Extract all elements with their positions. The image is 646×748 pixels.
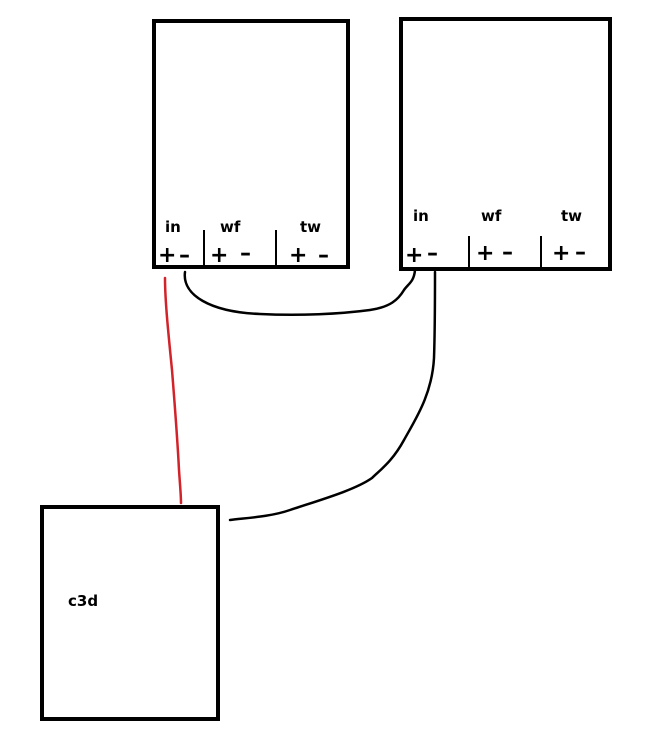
terminal-minus-wf: –	[240, 241, 251, 266]
terminal-minus-in: –	[427, 241, 438, 266]
speaker-box-left-outline	[152, 19, 350, 269]
wires	[163, 268, 437, 522]
terminal-minus-wf: –	[502, 240, 513, 265]
source-box-outline	[40, 505, 220, 721]
terminal-label-in: in	[165, 218, 181, 236]
terminal-label-tw: tw	[300, 218, 321, 236]
terminal-minus-in: –	[179, 243, 190, 268]
speaker-box-right: in wf tw + – + – + –	[399, 17, 612, 271]
terminal-minus-tw: –	[318, 243, 329, 268]
terminal-plus-in: +	[405, 243, 423, 268]
terminal-plus-in: +	[158, 243, 176, 268]
terminal-plus-wf: +	[210, 243, 228, 268]
source-label: c3d	[68, 592, 98, 610]
terminal-label-wf: wf	[481, 207, 502, 225]
wire-positive-red	[163, 276, 183, 505]
terminal-plus-tw: +	[289, 243, 307, 268]
terminal-minus-tw: –	[575, 240, 586, 265]
wire-right-minus-to-source	[228, 270, 437, 522]
speaker-box-left: in wf tw + – + – + –	[152, 19, 350, 269]
terminal-plus-wf: +	[476, 241, 494, 266]
terminal-label-in: in	[413, 207, 429, 225]
terminal-label-wf: wf	[220, 218, 241, 236]
source-box: c3d	[40, 505, 220, 721]
terminal-label-tw: tw	[561, 207, 582, 225]
speaker-box-right-outline	[399, 17, 612, 271]
wire-left-minus-to-right-plus	[183, 268, 417, 317]
terminal-plus-tw: +	[552, 241, 570, 266]
